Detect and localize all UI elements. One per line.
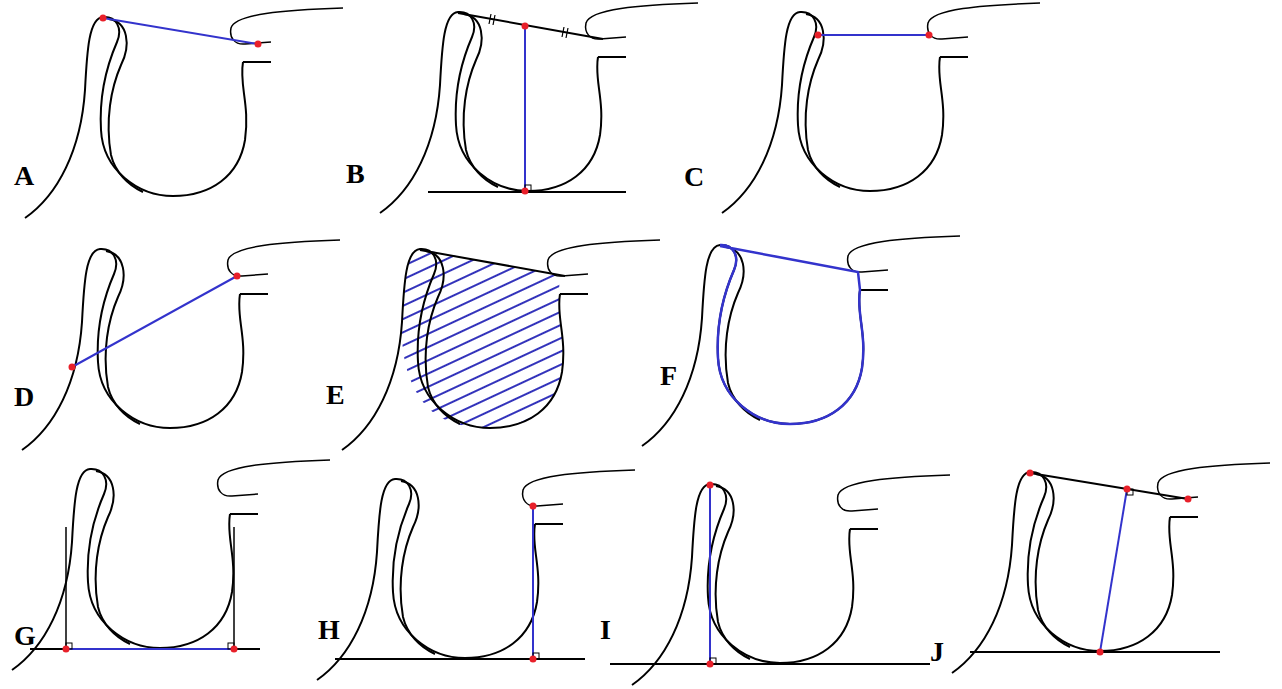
panel-letter: I [600,616,611,644]
panel-a [25,8,343,218]
panel-letter: E [326,381,345,409]
panel-f [642,236,960,446]
panel-d [22,240,340,450]
panel-letter: C [684,163,704,191]
panel-j [952,463,1270,673]
panel-b [380,3,698,213]
panel-letter: D [14,383,34,411]
panel-letter: G [14,622,36,650]
panel-letter: B [346,160,365,188]
panel-e [342,240,660,450]
panel-h [317,470,635,680]
panel-i [610,475,950,685]
panel-c [722,3,1040,213]
panel-letter: A [14,162,34,190]
panel-letter: F [660,362,677,390]
panel-letter: H [318,616,340,644]
panel-letter: J [930,638,944,666]
panel-g [12,460,330,670]
